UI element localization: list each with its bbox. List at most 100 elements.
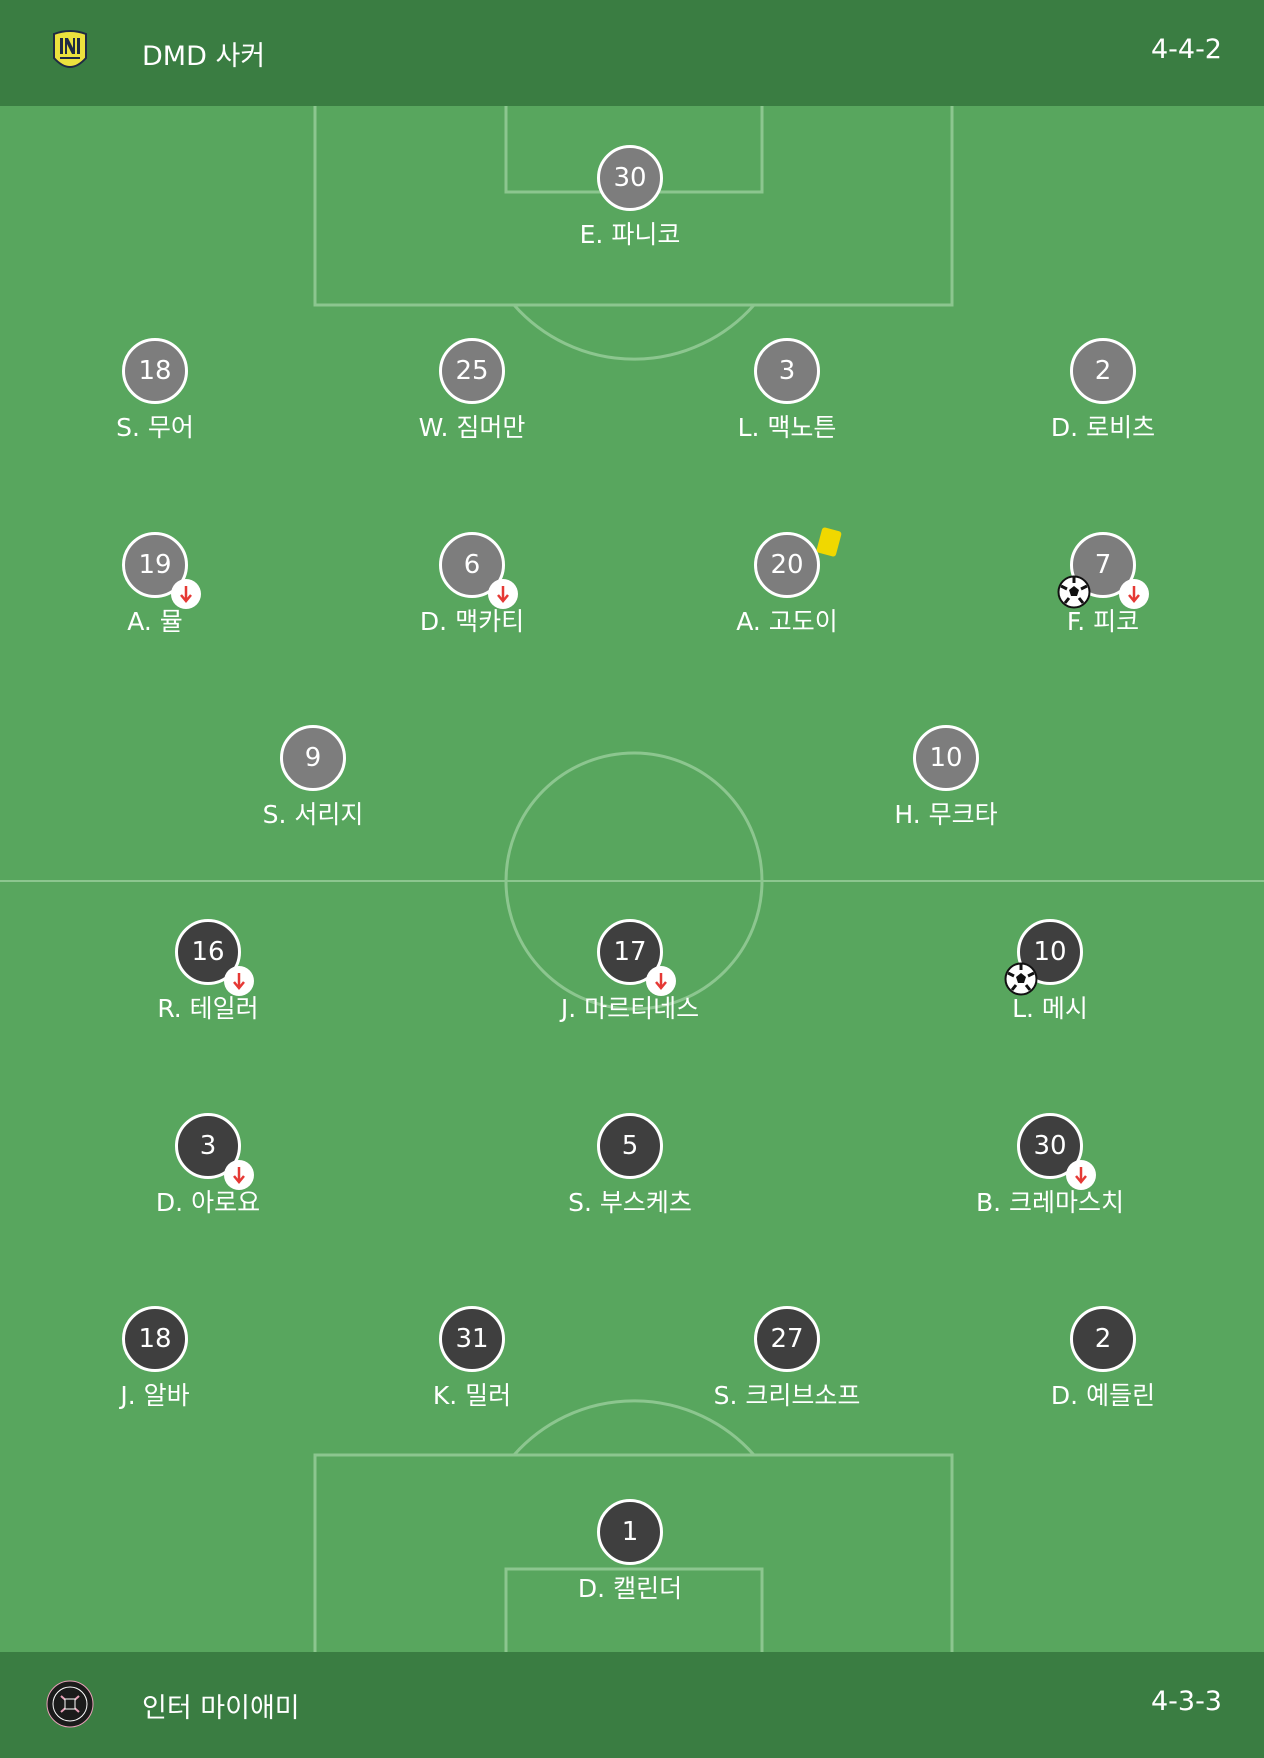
- home-player[interactable]: 19 A. 뮬: [35, 532, 275, 638]
- home-penalty-arc: [512, 304, 756, 361]
- player-name: S. 부스케츠: [568, 1188, 692, 1217]
- away-player[interactable]: 31 K. 밀러: [352, 1306, 592, 1412]
- away-player[interactable]: 5 S. 부스케츠: [510, 1113, 750, 1219]
- home-player[interactable]: 6 D. 맥카티: [352, 532, 592, 638]
- away-player[interactable]: 2 D. 예들린: [983, 1306, 1223, 1412]
- substitution-out-icon: [1119, 579, 1149, 609]
- away-player[interactable]: 3 D. 아로요: [88, 1113, 328, 1219]
- player-number-badge: 5: [597, 1113, 663, 1179]
- player-name: S. 무어: [116, 413, 194, 442]
- home-formation: 4-4-2: [1150, 34, 1222, 65]
- home-player[interactable]: 20 A. 고도이: [667, 526, 907, 638]
- center-circle: [504, 751, 764, 1011]
- player-number-badge: 10: [1004, 919, 1083, 996]
- player-name: D. 맥카티: [419, 607, 525, 636]
- away-player[interactable]: 10 L. 메시: [930, 919, 1170, 1025]
- player-number-badge: 18: [122, 1306, 188, 1372]
- player-number: 19: [138, 550, 172, 580]
- away-player[interactable]: 16 R. 테일러: [88, 919, 328, 1025]
- player-number: 18: [138, 356, 172, 386]
- player-number: 2: [1094, 356, 1112, 386]
- player-number-badge: 3: [175, 1113, 254, 1190]
- player-number: 3: [199, 1131, 217, 1161]
- player-name: E. 파니코: [579, 220, 681, 249]
- home-penalty-box: [313, 106, 954, 307]
- player-number-badge: 30: [1017, 1113, 1096, 1190]
- substitution-out-icon: [171, 579, 201, 609]
- inter-miami-crest-icon: [46, 1680, 94, 1728]
- player-number: 3: [778, 356, 796, 386]
- player-number: 1: [621, 1517, 639, 1547]
- player-number: 7: [1094, 550, 1112, 580]
- substitution-out-icon: [224, 1160, 254, 1190]
- substitution-out-icon: [224, 966, 254, 996]
- home-player[interactable]: 7 F. 피코: [983, 532, 1223, 638]
- substitution-out-icon: [488, 579, 518, 609]
- away-penalty-box: [313, 1453, 954, 1652]
- player-number-badge: 30: [597, 145, 663, 211]
- player-name: F. 피코: [1066, 607, 1140, 636]
- player-number: 17: [613, 937, 647, 967]
- home-player[interactable]: 3 L. 맥노튼: [667, 338, 907, 444]
- goal-ball-icon: [1004, 962, 1038, 996]
- player-number-badge: 10: [913, 725, 979, 791]
- player-number: 16: [191, 937, 225, 967]
- player-number: 6: [463, 550, 481, 580]
- player-number: 10: [1033, 937, 1067, 967]
- away-goal-box: [504, 1567, 764, 1652]
- player-number-badge: 6: [439, 532, 518, 609]
- player-name: J. 알바: [120, 1381, 190, 1410]
- player-name: A. 뮬: [127, 607, 183, 636]
- player-name: D. 예들린: [1050, 1381, 1156, 1410]
- away-penalty-arc: [512, 1399, 756, 1456]
- player-number: 18: [138, 1324, 172, 1354]
- substitution-out-icon: [646, 966, 676, 996]
- home-player[interactable]: 25 W. 짐머만: [352, 338, 592, 444]
- player-name: K. 밀러: [432, 1381, 512, 1410]
- player-number: 9: [304, 743, 322, 773]
- yellow-card-icon: [815, 526, 843, 558]
- player-name: J. 마르티네스: [560, 994, 700, 1023]
- player-number-badge: 20: [754, 526, 843, 598]
- home-player[interactable]: 9 S. 서리지: [193, 725, 433, 831]
- player-name: D. 아로요: [155, 1188, 261, 1217]
- player-number: 27: [770, 1324, 804, 1354]
- away-player[interactable]: 1 D. 캘린더: [510, 1499, 750, 1605]
- player-number-badge: 31: [439, 1306, 505, 1372]
- player-number-badge: 17: [597, 919, 676, 996]
- home-team-name[interactable]: DMD 사커: [142, 41, 266, 72]
- home-player[interactable]: 18 S. 무어: [35, 338, 275, 444]
- away-player[interactable]: 30 B. 크레마스치: [930, 1113, 1170, 1219]
- away-team-bar: 인터 마이애미 4-3-3: [0, 1652, 1264, 1758]
- home-player[interactable]: 2 D. 로비츠: [983, 338, 1223, 444]
- player-name: R. 테일러: [157, 994, 259, 1023]
- player-name: L. 메시: [1012, 994, 1088, 1023]
- player-number-badge: 18: [122, 338, 188, 404]
- player-number: 20: [770, 550, 804, 580]
- soccer-pitch: [0, 106, 1264, 1652]
- player-number: 5: [621, 1131, 639, 1161]
- player-number-badge: 7: [1057, 532, 1149, 609]
- player-name: S. 서리지: [262, 800, 364, 829]
- player-number-badge: 25: [439, 338, 505, 404]
- player-name: B. 크레마스치: [975, 1188, 1125, 1217]
- player-number: 30: [613, 163, 647, 193]
- away-team-name[interactable]: 인터 마이애미: [142, 1693, 300, 1724]
- player-name: W. 짐머만: [418, 413, 526, 442]
- player-name: A. 고도이: [736, 607, 838, 636]
- goal-ball-icon: [1057, 575, 1091, 609]
- player-name: D. 로비츠: [1050, 413, 1156, 442]
- away-player[interactable]: 17 J. 마르티네스: [510, 919, 750, 1025]
- player-number-badge: 27: [754, 1306, 820, 1372]
- away-player[interactable]: 18 J. 알바: [35, 1306, 275, 1412]
- player-number-badge: 16: [175, 919, 254, 996]
- player-number: 30: [1033, 1131, 1067, 1161]
- player-name: L. 맥노튼: [737, 413, 837, 442]
- player-number-badge: 2: [1070, 1306, 1136, 1372]
- player-name: D. 캘린더: [577, 1574, 683, 1603]
- substitution-out-icon: [1066, 1160, 1096, 1190]
- player-number-badge: 1: [597, 1499, 663, 1565]
- home-player[interactable]: 30 E. 파니코: [510, 145, 750, 251]
